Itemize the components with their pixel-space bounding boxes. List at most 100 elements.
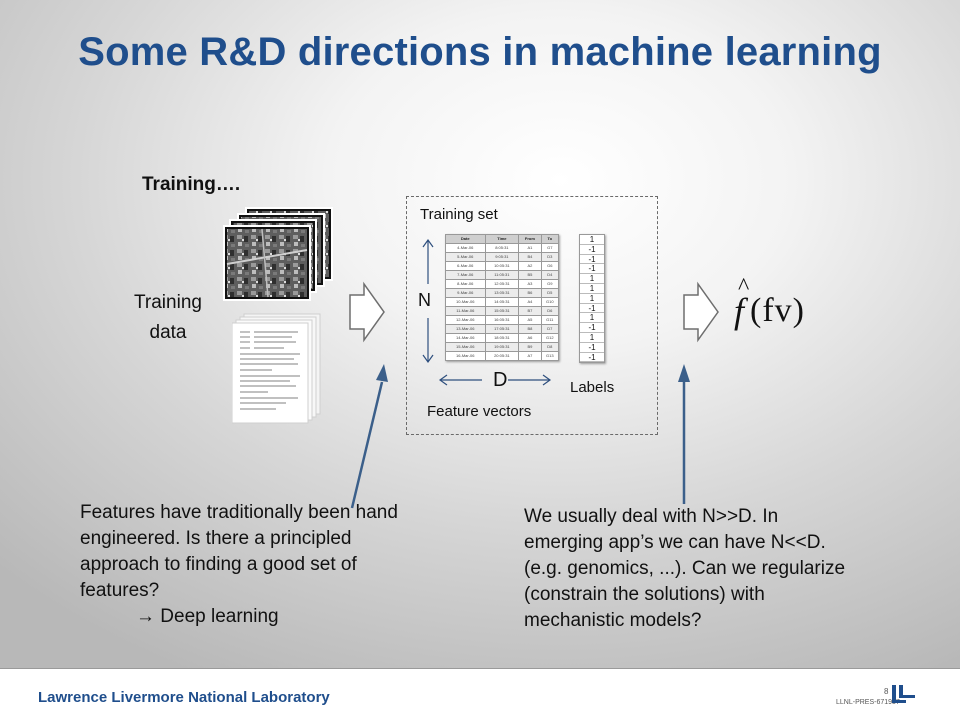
table-cell: 8:05:31 — [484, 243, 520, 253]
label-cell: 1 — [580, 294, 604, 304]
training-data-label: Training data — [110, 288, 226, 348]
note-right-line-3: (e.g. genomics, ...). Can we regularize — [524, 558, 846, 579]
table-header-cell: To — [540, 234, 560, 244]
note-left-line-4: features? — [80, 580, 160, 601]
block-arrow-right-icon — [683, 281, 719, 343]
label-cell: 1 — [580, 235, 604, 245]
table-cell: 8-Mar-06 — [445, 279, 486, 289]
table-cell: A2 — [518, 261, 542, 271]
footer-organization: Lawrence Livermore National Laboratory — [38, 689, 330, 706]
table-cell: 18:05:31 — [484, 333, 520, 343]
footer-divider — [0, 668, 960, 669]
table-cell: G12 — [540, 333, 560, 343]
deep-learning-line: → Deep learning — [80, 604, 500, 630]
label-cell: -1 — [580, 264, 604, 275]
table-cell: A5 — [518, 315, 542, 325]
table-header-cell: From — [518, 234, 542, 244]
document-id: LLNL-PRES-671957 — [836, 699, 900, 706]
table-cell: G7 — [540, 243, 560, 253]
aerial-image-stack — [223, 207, 333, 301]
table-header-cell: Time — [484, 234, 520, 244]
note-right: We usually deal with N>>D. In emerging a… — [524, 504, 944, 634]
table-cell: G6 — [540, 261, 560, 271]
table-cell: 10-Mar-06 — [445, 297, 486, 307]
table-cell: 6-Mar-06 — [445, 261, 486, 271]
table-cell: 14-Mar-06 — [445, 333, 486, 343]
label-cell: -1 — [580, 304, 604, 314]
d-label: D — [493, 369, 508, 391]
training-set-label: Training set — [420, 206, 498, 223]
table-cell: A1 — [518, 243, 542, 253]
table-cell: G11 — [540, 315, 560, 325]
formula-function: f — [734, 291, 745, 331]
table-cell: B4 — [518, 252, 542, 262]
deep-learning-text: Deep learning — [155, 606, 279, 627]
label-cell: -1 — [580, 255, 604, 265]
table-header-cell: Date — [445, 234, 486, 244]
footer — [0, 669, 960, 720]
table-cell: D8 — [540, 342, 560, 352]
table-cell: B5 — [518, 270, 542, 280]
aerial-frame-front — [223, 225, 311, 301]
table-cell: B9 — [518, 342, 542, 352]
table-cell: 11:05:31 — [484, 270, 520, 280]
table-cell: 13-Mar-06 — [445, 324, 486, 334]
labels-column: 1 -1 -1 -1 1 1 1 -1 1 -1 1 -1 -1 — [579, 234, 605, 364]
pointer-arrow-right-icon — [678, 364, 690, 504]
table-cell: 5-Mar-06 — [445, 252, 486, 262]
formula-hat: ^ — [738, 274, 750, 300]
table-cell: 12-Mar-06 — [445, 315, 486, 325]
note-right-line-1: We usually deal with N>>D. In — [524, 506, 779, 527]
training-data-line-1: Training — [134, 292, 202, 313]
table-cell: 9:05:31 — [484, 252, 520, 262]
table-cell: D7 — [540, 324, 560, 334]
document-text-lines — [240, 331, 300, 410]
table-header-row: Date Time From To — [445, 234, 560, 244]
feature-vectors-label: Feature vectors — [427, 403, 532, 420]
table-cell: 17:05:31 — [484, 324, 520, 334]
label-cell: 1 — [580, 333, 604, 343]
table-cell: 13:05:31 — [484, 288, 520, 298]
formula-f-hat-fv: ^ f (fv) — [734, 274, 814, 342]
n-label: N — [418, 290, 431, 310]
table-cell: A4 — [518, 297, 542, 307]
table-cell: A6 — [518, 333, 542, 343]
labels-label: Labels — [570, 379, 615, 396]
table-cell: 16:05:31 — [484, 315, 520, 325]
n-dimension-arrows — [422, 238, 434, 364]
table-cell: D6 — [540, 306, 560, 316]
table-cell: D4 — [540, 270, 560, 280]
pointer-arrows — [350, 364, 690, 509]
llnl-logo-icon — [892, 685, 915, 703]
table-cell: 7-Mar-06 — [445, 270, 486, 280]
table-cell: 12:05:31 — [484, 279, 520, 289]
pointer-arrow-left-icon — [350, 364, 388, 509]
table-cell: A3 — [518, 279, 542, 289]
table-cell: 10:05:31 — [484, 261, 520, 271]
table-cell: 19:05:31 — [484, 342, 520, 352]
slide-title: Some R&D directions in machine learning — [78, 30, 882, 74]
note-right-line-4: (constrain the solutions) with — [524, 584, 765, 605]
block-arrow-right-icon — [349, 281, 385, 343]
training-set-box — [406, 196, 658, 435]
d-dimension-arrows — [438, 374, 552, 386]
table-cell: 15-Mar-06 — [445, 342, 486, 352]
note-left: Features have traditionally been hand en… — [80, 500, 500, 630]
page-number: 8 — [884, 687, 889, 696]
table-cell: 4-Mar-06 — [445, 243, 486, 253]
table-cell: 11-Mar-06 — [445, 306, 486, 316]
label-cell: -1 — [580, 353, 604, 363]
table-cell: D5 — [540, 288, 560, 298]
table-cell: G10 — [540, 297, 560, 307]
note-right-line-5: mechanistic models? — [524, 610, 702, 631]
